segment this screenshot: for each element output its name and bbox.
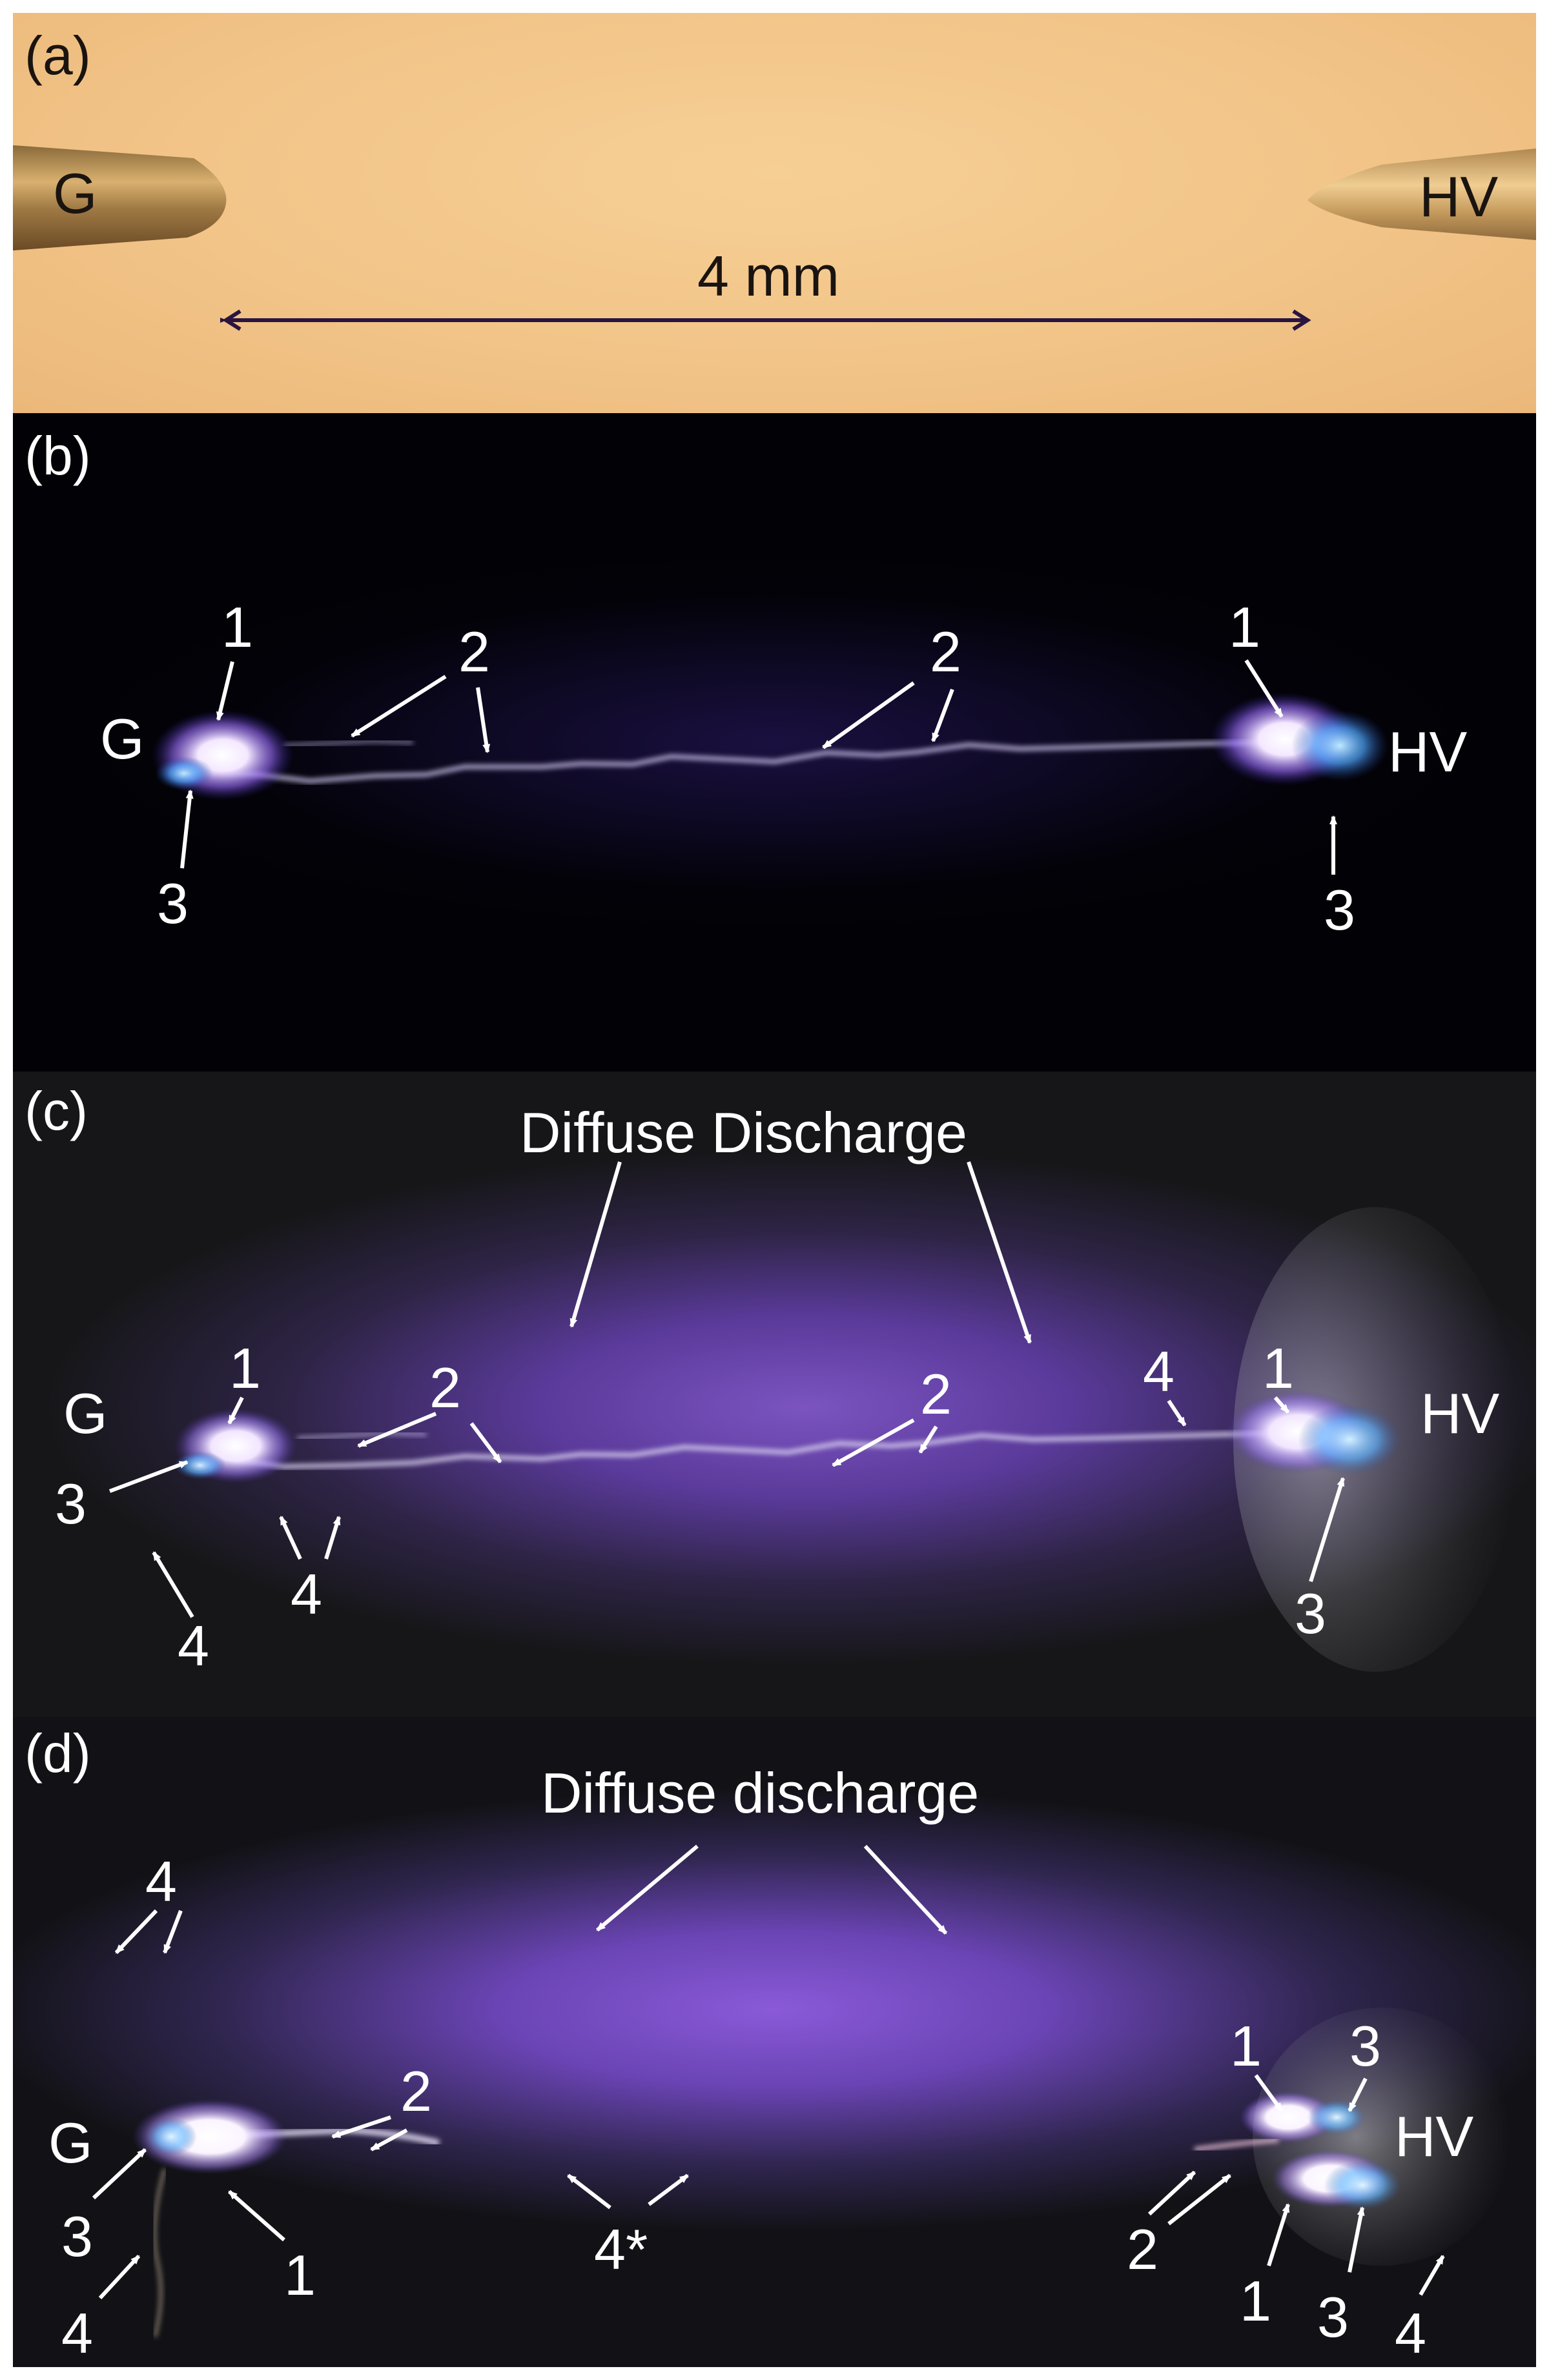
discharge-filament	[206, 740, 1279, 784]
ground-electrode-label: G	[48, 2111, 92, 2175]
hv-electrode-label: HV	[1419, 165, 1499, 229]
panel-d-arrows	[92, 1844, 1445, 2300]
marker-1-left: 1	[221, 595, 253, 659]
panel-a-graphic: (a) G HV 4 mm	[13, 25, 1536, 331]
panel-c-graphic: (c) Diffuse Discharge G HV 1 1 2 2 3 3 4…	[25, 1081, 1517, 1678]
panel-c-arrows	[108, 1161, 1345, 1618]
panel-b-graphic: (b) G HV 1 1 2 2 3 3	[25, 425, 1468, 942]
ground-electrode-shape	[13, 145, 227, 250]
panel-d-id: (d)	[25, 1723, 91, 1784]
marker-1-left: 1	[229, 1336, 261, 1400]
hv-upper-blue-spot	[1308, 2099, 1366, 2135]
marker-3-left: 3	[61, 2204, 93, 2268]
gap-distance-label: 4 mm	[697, 244, 839, 308]
hv-lower-blue-spot	[1324, 2161, 1401, 2210]
discharge-filament	[232, 1430, 1292, 1469]
ground-blue-spot	[155, 757, 213, 790]
panel-b-arrows	[180, 659, 1337, 875]
hv-electrode-label: HV	[1388, 720, 1468, 784]
marker-3-left: 3	[55, 1472, 87, 1536]
marker-1-left: 1	[284, 2243, 316, 2307]
marker-2-left: 2	[400, 2059, 432, 2123]
panel-d-title: Diffuse discharge	[541, 1761, 979, 1825]
panel-b-discharge-photo: (b) G HV 1 1 2 2 3 3	[13, 413, 1536, 1072]
marker-3-left: 3	[157, 871, 189, 935]
marker-2-left: 2	[429, 1356, 461, 1419]
panel-c-title: Diffuse Discharge	[520, 1101, 967, 1165]
panel-a-id: (a)	[25, 25, 91, 86]
ground-blue-spot	[145, 2117, 197, 2156]
marker-1-right-bottom: 1	[1240, 2269, 1271, 2333]
marker-4-star: 4*	[594, 2217, 648, 2281]
marker-1-right: 1	[1262, 1336, 1294, 1400]
marker-2-right-bottom: 2	[1127, 2217, 1158, 2281]
ground-blue-spot	[174, 1451, 226, 1480]
hv-upper-glow	[1240, 2091, 1337, 2143]
marker-4-left-filaments: 4	[291, 1562, 322, 1626]
ground-electrode-label: G	[53, 161, 97, 225]
hv-electrode-label: HV	[1421, 1381, 1500, 1445]
panel-c-id: (c)	[25, 1081, 88, 1141]
marker-3-right: 3	[1295, 1582, 1326, 1645]
hv-electrode-shape	[1308, 148, 1536, 240]
marker-2-right: 2	[930, 620, 961, 684]
ground-electrode-label: G	[63, 1381, 107, 1445]
marker-4-right-bottom: 4	[1395, 2301, 1426, 2365]
hv-electrode-label: HV	[1395, 2104, 1474, 2168]
ground-lower-filament	[152, 2168, 167, 2337]
marker-1-right: 1	[1229, 595, 1260, 659]
panel-a-electrode-photo: (a) G HV 4 mm	[13, 13, 1536, 413]
marker-1-right-top: 1	[1230, 2014, 1262, 2078]
discharge-filament-upper	[296, 1430, 427, 1440]
discharge-filament-upper	[283, 738, 414, 748]
marker-4-top: 4	[145, 1849, 177, 1913]
panel-c-discharge-photo: (c) Diffuse Discharge G HV 1 1 2 2 3 3 4…	[13, 1072, 1536, 1717]
marker-4-left: 4	[61, 2301, 93, 2365]
marker-3-right: 3	[1324, 878, 1355, 942]
hv-blue-spot	[1291, 710, 1388, 781]
panel-d-discharge-photo: (d) Diffuse discharge G HV 4 2 3 4 1 4* …	[13, 1717, 1536, 2367]
marker-4-left-lower: 4	[178, 1614, 209, 1678]
hv-blue-spot	[1298, 1404, 1401, 1475]
panel-d-graphic: (d) Diffuse discharge G HV 4 2 3 4 1 4* …	[25, 1723, 1511, 2365]
marker-2-right: 2	[920, 1362, 952, 1426]
panel-b-id: (b)	[25, 425, 91, 486]
marker-3-right-bottom: 3	[1317, 2285, 1349, 2349]
marker-2-left: 2	[458, 620, 490, 684]
ground-electrode-label: G	[100, 707, 144, 771]
marker-3-right-top: 3	[1349, 2014, 1381, 2078]
marker-4-right: 4	[1143, 1339, 1175, 1403]
hv-discharge-streaks	[1194, 2137, 1279, 2152]
